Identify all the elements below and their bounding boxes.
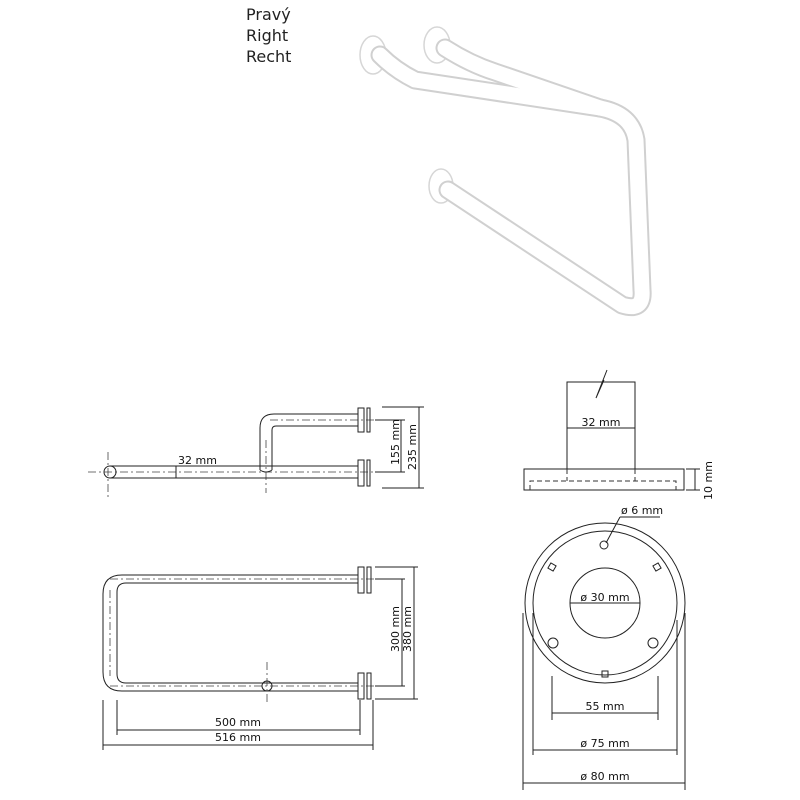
width-380-label: 380 mm bbox=[401, 606, 414, 652]
variant-label: Pravý Right Recht bbox=[246, 4, 291, 67]
top-view: 300 mm 380 mm 500 mm 516 mm bbox=[102, 566, 418, 750]
label-german: Recht bbox=[246, 47, 292, 66]
length-500-label: 500 mm bbox=[215, 716, 261, 729]
side-view: 32 mm 155 mm 235 mm bbox=[88, 406, 424, 498]
height-155-label: 155 mm bbox=[389, 419, 402, 465]
tube-32-label: 32 mm bbox=[582, 416, 621, 429]
hole-spacing-label: 55 mm bbox=[586, 700, 625, 713]
outer-diameter-label: ø 80 mm bbox=[580, 770, 629, 783]
grab-bar-rendering bbox=[359, 26, 652, 317]
height-235-label: 235 mm bbox=[406, 424, 419, 470]
thickness-10-label: 10 mm bbox=[702, 461, 715, 500]
inner-diameter-label: ø 75 mm bbox=[580, 737, 629, 750]
flange-face: ø 6 mm ø 30 mm 55 mm ø 75 mm ø 80 mm bbox=[522, 504, 686, 790]
label-czech: Pravý bbox=[246, 5, 291, 24]
screw-hole-label: ø 6 mm bbox=[621, 504, 663, 517]
center-hole-label: ø 30 mm bbox=[580, 591, 629, 604]
width-300-label: 300 mm bbox=[389, 606, 402, 652]
pipe-diameter-label: 32 mm bbox=[178, 454, 217, 467]
length-516-label: 516 mm bbox=[215, 731, 261, 744]
flange-section: 32 mm 10 mm bbox=[523, 369, 715, 500]
label-english: Right bbox=[246, 26, 289, 45]
